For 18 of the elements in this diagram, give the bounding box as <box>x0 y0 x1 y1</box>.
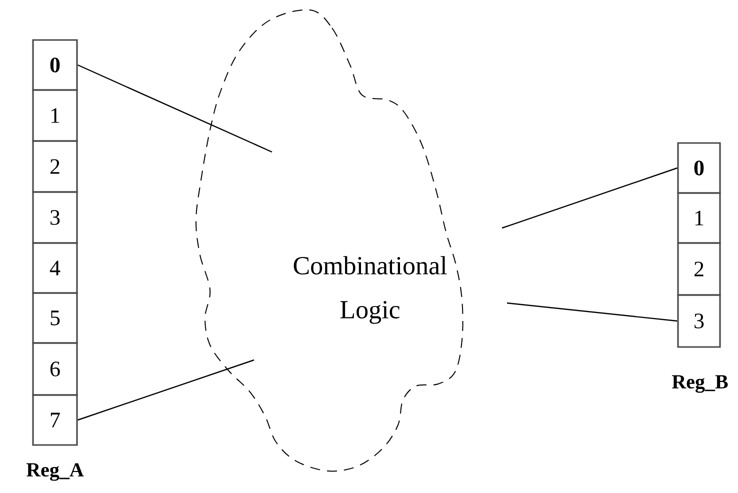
register-cell: 4 <box>32 242 78 294</box>
register-cell: 0 <box>677 142 721 194</box>
register-cell: 7 <box>32 394 78 446</box>
register-cell: 2 <box>677 242 721 296</box>
connector-line <box>502 167 678 229</box>
connector-line <box>506 302 678 322</box>
logic-cloud: Combinational Logic <box>196 9 464 472</box>
register-cell: 6 <box>32 342 78 396</box>
register-cell: 5 <box>32 292 78 344</box>
register-cell: 3 <box>677 294 721 348</box>
connector-line <box>78 64 272 153</box>
connector-line <box>78 359 254 421</box>
register-cell: 0 <box>32 39 78 91</box>
register-cell: 1 <box>677 192 721 244</box>
register-cell: 3 <box>32 191 78 244</box>
register-label: Reg_B <box>672 375 728 393</box>
register-cell: 1 <box>32 89 78 142</box>
register-cell: 2 <box>32 140 78 193</box>
